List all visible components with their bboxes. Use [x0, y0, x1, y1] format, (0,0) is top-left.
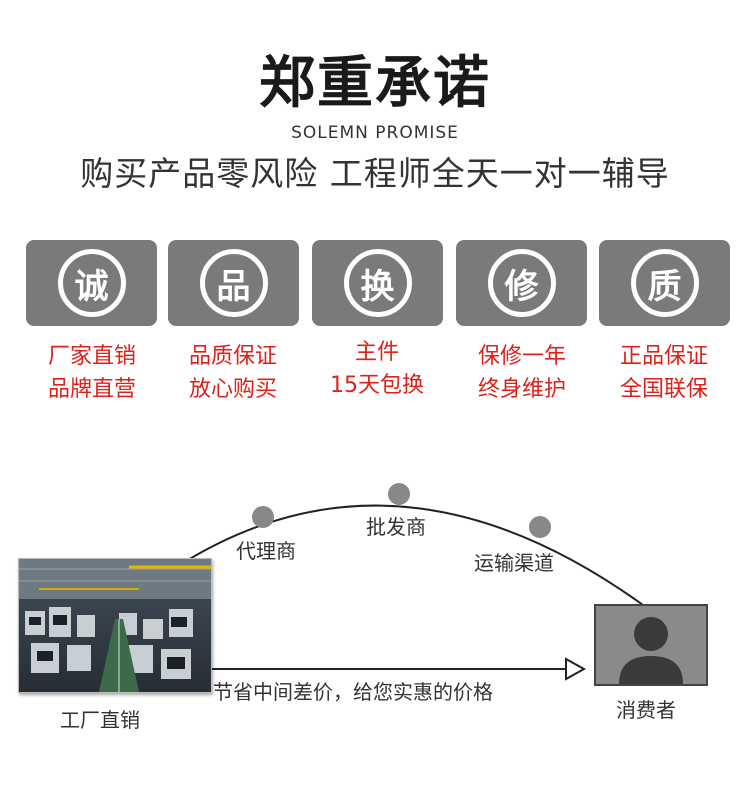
slogan: 购买产品零风险 工程师全天一对一辅导 [80, 154, 670, 193]
promise-line: 放心购买 [188, 377, 277, 402]
direct-arrow-text: 节省中间差价，给您实惠的价格 [213, 680, 493, 704]
label-factory: 工厂直销 [60, 708, 140, 732]
page-subtitle-en: SOLEMN PROMISE [291, 123, 459, 143]
promise-line: 全国联保 [619, 377, 708, 402]
badge-cheng: 诚 [57, 249, 126, 317]
promise-card-xiu: 修 [456, 240, 587, 326]
direct-arrow-head [565, 657, 587, 681]
promise-card-huan: 换 [312, 240, 443, 326]
label-wholesaler: 批发商 [366, 515, 426, 539]
user-icon [619, 617, 683, 684]
promise-line: 保修一年 [477, 344, 566, 369]
promise-text-1: 厂家直销 品牌直营 [17, 340, 167, 406]
label-consumer: 消费者 [616, 698, 676, 722]
promise-line: 主件 [354, 340, 399, 365]
node-channel [529, 516, 551, 538]
promise-text-4: 保修一年 终身维护 [447, 340, 597, 406]
promise-line: 品质保证 [188, 344, 277, 369]
promise-card-zhi: 质 [599, 240, 730, 326]
badge-xiu: 修 [487, 249, 556, 317]
label-agent: 代理商 [236, 539, 296, 563]
consumer-avatar [594, 604, 708, 686]
promise-text-5: 正品保证 全国联保 [589, 340, 739, 406]
promise-text-2: 品质保证 放心购买 [158, 340, 308, 406]
promise-line: 正品保证 [619, 344, 708, 369]
label-channel: 运输渠道 [474, 551, 554, 575]
promise-text-3: 主件 15天包换 [302, 336, 452, 402]
badge-huan: 换 [343, 249, 412, 317]
promise-line: 品牌直营 [47, 377, 136, 402]
promise-line: 终身维护 [477, 377, 566, 402]
node-agent [252, 506, 274, 528]
page-title: 郑重承诺 [259, 51, 491, 116]
badge-pin: 品 [199, 249, 268, 317]
middleman-arc [182, 504, 644, 606]
promise-line: 厂家直销 [47, 344, 136, 369]
node-wholesaler [388, 483, 410, 505]
promise-line: 15天包换 [330, 373, 424, 398]
promise-card-pin: 品 [168, 240, 299, 326]
factory-illustration [19, 559, 211, 692]
promise-card-cheng: 诚 [26, 240, 157, 326]
factory-photo [18, 558, 212, 693]
badge-zhi: 质 [630, 249, 699, 317]
